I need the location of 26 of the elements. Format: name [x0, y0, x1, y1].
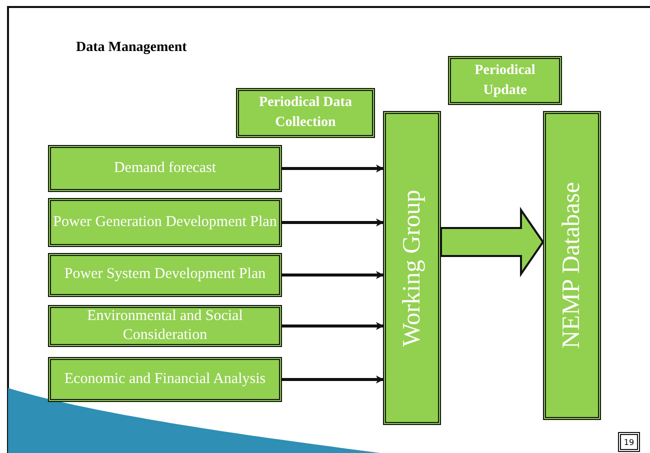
- process-box: [48, 198, 282, 247]
- slide-title: Data Management: [76, 40, 187, 56]
- box-label: Periodical Data Collection: [258, 94, 353, 132]
- box-label: NEMP Database: [556, 182, 586, 349]
- box-label: Power System Development Plan: [64, 265, 266, 284]
- note-box: [448, 56, 562, 105]
- arrow: [282, 322, 384, 330]
- box-label: Working Group: [396, 190, 426, 346]
- arrow: [282, 218, 384, 226]
- box-label: Demand forecast: [114, 158, 216, 178]
- process-box: [48, 145, 282, 192]
- process-box: [48, 357, 282, 402]
- arrow: [282, 376, 384, 384]
- arrow: [282, 164, 384, 172]
- page-number: 19: [618, 432, 640, 452]
- vertical-box: [543, 111, 601, 420]
- box-label: Power Generation Development Plan: [53, 212, 277, 232]
- arrow: [282, 271, 384, 279]
- vertical-box: [383, 111, 441, 425]
- process-box: [48, 305, 282, 347]
- box-label: Periodical Update: [474, 62, 536, 100]
- process-box: [48, 253, 282, 297]
- box-label: Environmental and Social Consideration: [86, 306, 244, 345]
- block-arrow: [440, 206, 544, 278]
- note-box: [236, 88, 375, 138]
- box-label: Economic and Financial Analysis: [64, 370, 266, 389]
